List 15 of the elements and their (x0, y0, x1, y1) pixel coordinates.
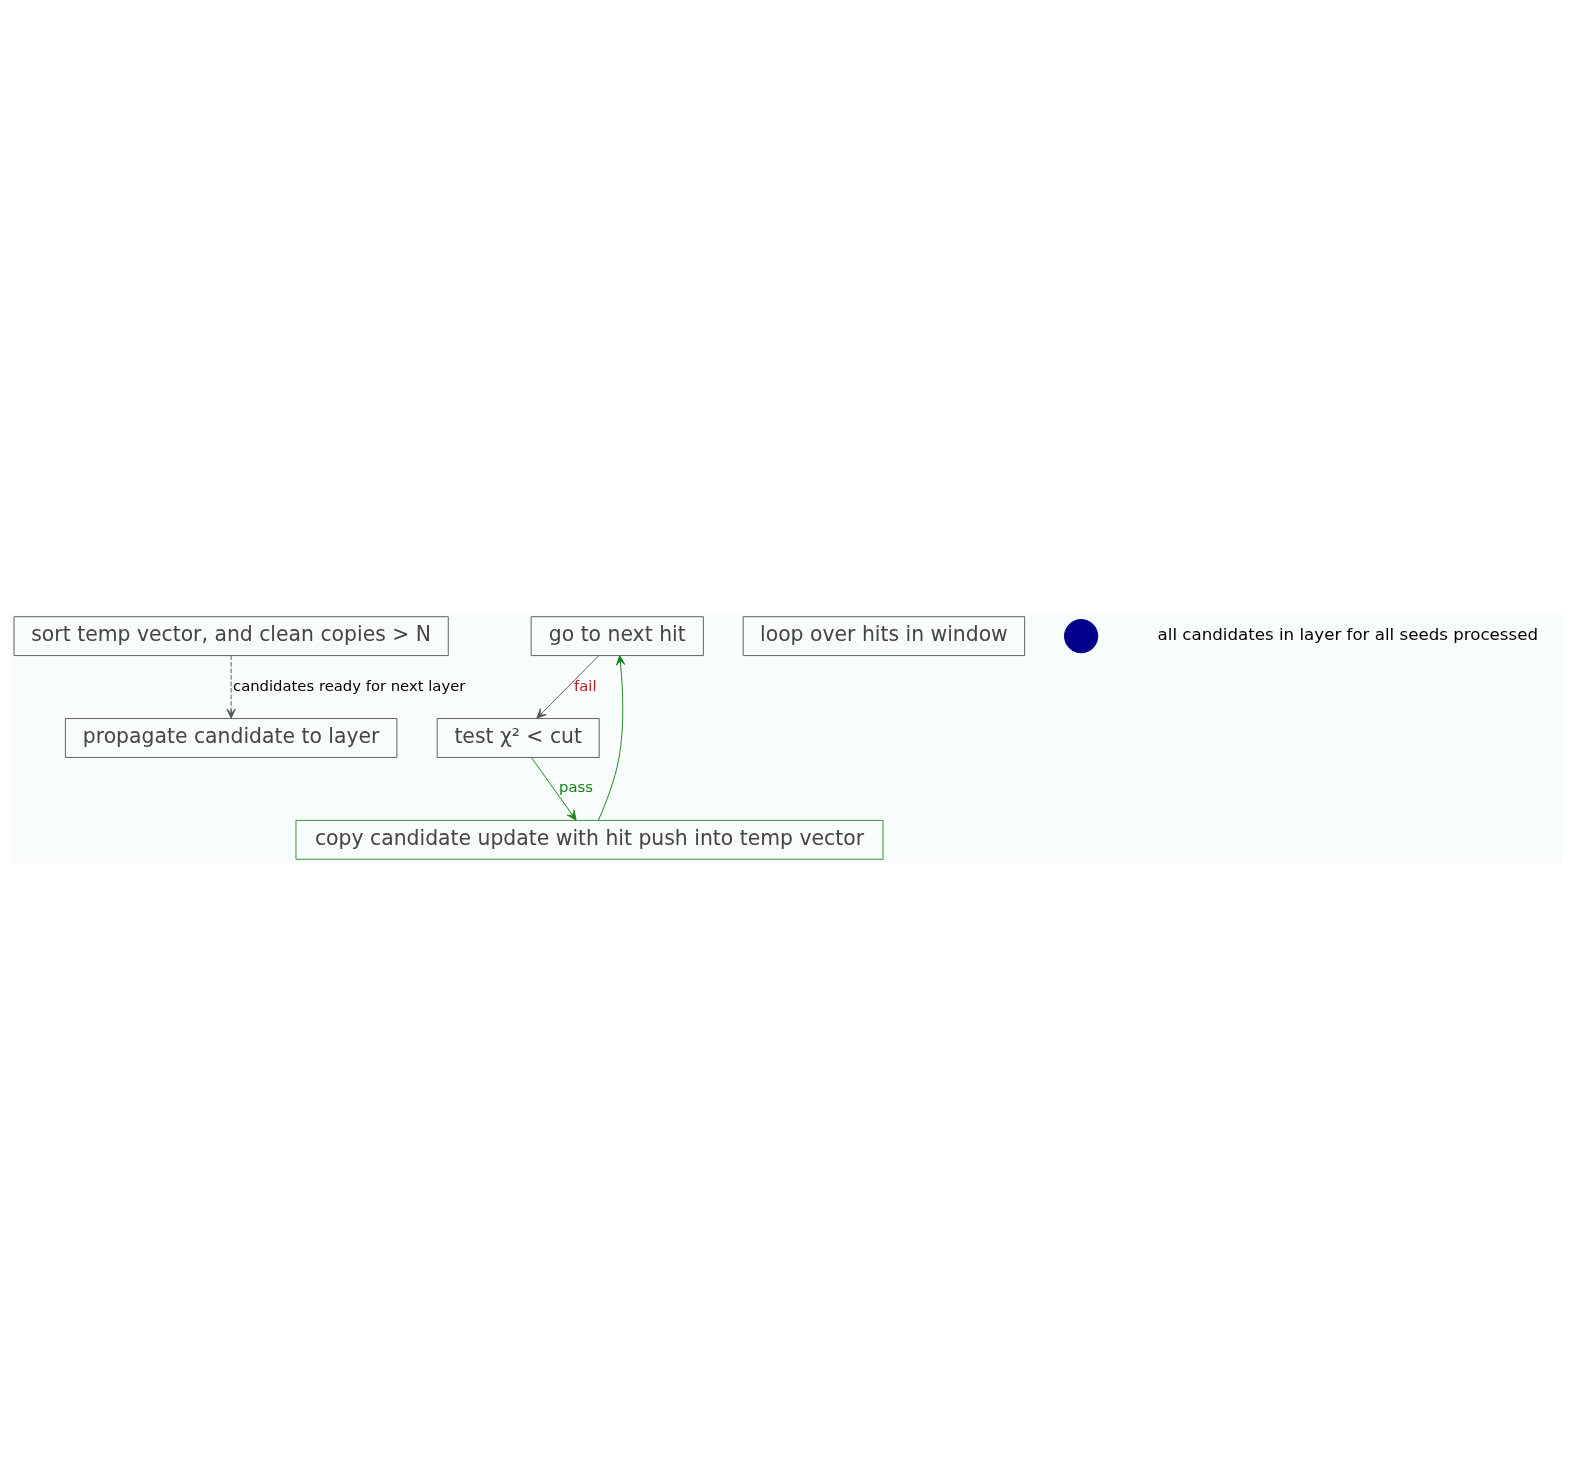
arrow (226, 655, 236, 719)
arrow (536, 655, 600, 719)
node-box: copy candidate update with hit push into temp vector (295, 819, 884, 860)
edge-label: candidates ready for next layer (233, 676, 466, 694)
node-box: go to next hit (530, 616, 704, 657)
arrow (530, 757, 577, 821)
node-box: sort temp vector, and clean copies > N (13, 616, 449, 657)
node-box: loop over hits in window (742, 616, 1026, 657)
edge-label: pass (559, 778, 593, 796)
node-circle (1064, 619, 1099, 654)
node-box: test χ² < cut (436, 718, 600, 758)
label: all candidates in layer for all seeds processed (1157, 625, 1539, 645)
arrow (597, 655, 626, 821)
node-box: propagate candidate to layer (64, 718, 398, 758)
edge-label: fail (574, 676, 597, 694)
